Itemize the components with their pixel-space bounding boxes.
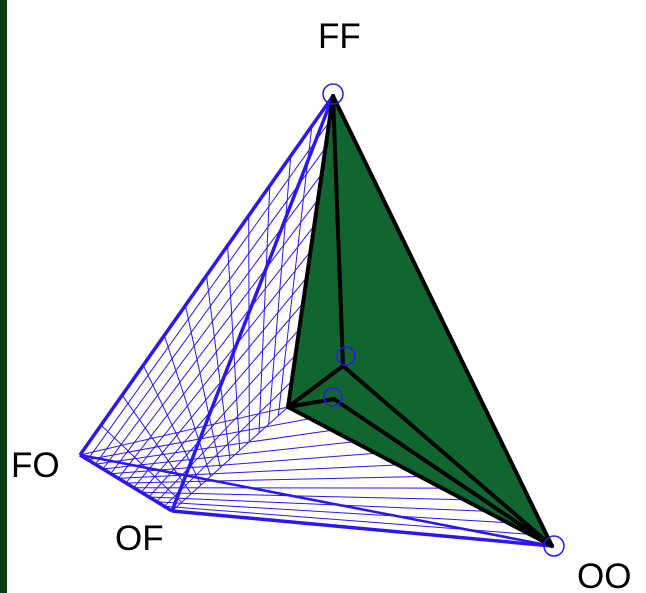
label-of: OF [115, 519, 164, 558]
label-ff: FF [318, 17, 361, 56]
mesh-line [121, 394, 192, 494]
mesh-line [163, 335, 212, 477]
mesh-line [148, 496, 487, 512]
mesh-edge [79, 453, 553, 548]
vertex-marker-inner-top [336, 346, 356, 366]
mesh-line [156, 501, 509, 524]
vertex-marker-inner-bottom [323, 387, 343, 407]
mesh-edge [170, 95, 335, 512]
mesh-line [100, 424, 183, 503]
green-solid-face [286, 94, 554, 548]
vertex-marker-oo [543, 535, 565, 557]
vertex-marker-ff [322, 83, 344, 105]
mesh-line [95, 429, 333, 465]
blue-mesh-frame [78, 94, 553, 548]
mesh-line [125, 476, 421, 484]
mesh-line [79, 406, 289, 456]
vertex-markers [322, 83, 565, 557]
mesh-line [163, 380, 293, 507]
mesh-line [102, 441, 355, 470]
mesh-edge [79, 453, 173, 513]
mesh-line [184, 305, 221, 468]
label-fo: FO [11, 446, 60, 485]
mesh-edge [171, 509, 553, 548]
label-oo: OO [577, 557, 631, 593]
black-tetra-edges [286, 94, 554, 548]
left-border-strip [0, 0, 7, 593]
mesh-edge [78, 94, 335, 457]
mesh-line [141, 491, 465, 501]
mesh-line [118, 464, 399, 479]
